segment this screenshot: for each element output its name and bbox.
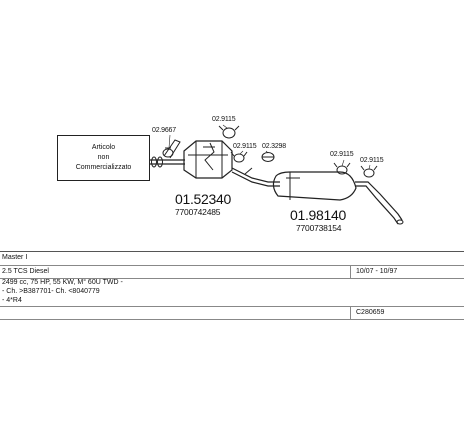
engine-name: 2.5 TCS Diesel (2, 267, 49, 275)
kit-code: C280659 (356, 308, 385, 316)
clamp-6-drawing (360, 165, 378, 178)
clamp-6-label: 02.9115 (360, 157, 384, 164)
clamp-2-label: 02.9115 (212, 116, 236, 123)
front-oem-number: 7700742485 (175, 207, 221, 217)
drive-row: - 4*R4 (0, 296, 464, 307)
column-divider-2 (350, 306, 351, 320)
spec-row: 2499 cc, 75 HP, 55 KW, M° 60U TWD - (0, 279, 464, 288)
chassis-row: - Ch. >B387701- Ch. <8040779 (0, 288, 464, 297)
note-line-2: non (97, 154, 110, 161)
engine-row: 2.5 TCS Diesel 10/07 - 10/97 (0, 266, 464, 279)
model-name: Master I (2, 254, 28, 261)
front-silencer (183, 140, 233, 179)
clamp-5-label: 02.9115 (330, 151, 354, 158)
rear-oem-number: 7700738154 (296, 223, 342, 233)
column-divider-1 (350, 265, 351, 278)
model-row: Master I (0, 252, 464, 266)
engine-spec: 2499 cc, 75 HP, 55 KW, M° 60U TWD - (2, 279, 123, 286)
rear-silencer (272, 171, 357, 201)
vehicle-info-table: Master I 2.5 TCS Diesel 10/07 - 10/97 24… (0, 251, 464, 320)
exhaust-drawing (150, 124, 404, 225)
clamp-4-label: 02.3298 (262, 143, 286, 150)
note-line-1: Articolo (91, 144, 116, 151)
clamp-1-label: 02.9667 (152, 127, 176, 134)
rear-part-number: 01.98140 (290, 207, 346, 223)
clamp-4-drawing (261, 152, 275, 162)
not-sold-note: Articolo non Commercializzato (57, 135, 150, 181)
code-row: C280659 (0, 307, 464, 320)
clamp-2-drawing (218, 125, 240, 139)
tail-pipe (355, 181, 404, 225)
front-inlet-pipe (150, 139, 185, 168)
exhaust-diagram: Articolo non Commercializzato 01.52340 7… (57, 116, 404, 233)
clamp-3-label: 02.9115 (233, 143, 257, 150)
clamp-1-drawing (162, 147, 174, 158)
front-part-number: 01.52340 (175, 191, 231, 207)
chassis-range: - Ch. >B387701- Ch. <8040779 (2, 287, 100, 295)
clamp-3-drawing (230, 151, 248, 163)
mid-pipe (231, 167, 280, 187)
drive-type: - 4*R4 (2, 297, 22, 304)
note-line-3: Commercializzato (75, 164, 132, 171)
production-years: 10/07 - 10/97 (356, 267, 398, 275)
